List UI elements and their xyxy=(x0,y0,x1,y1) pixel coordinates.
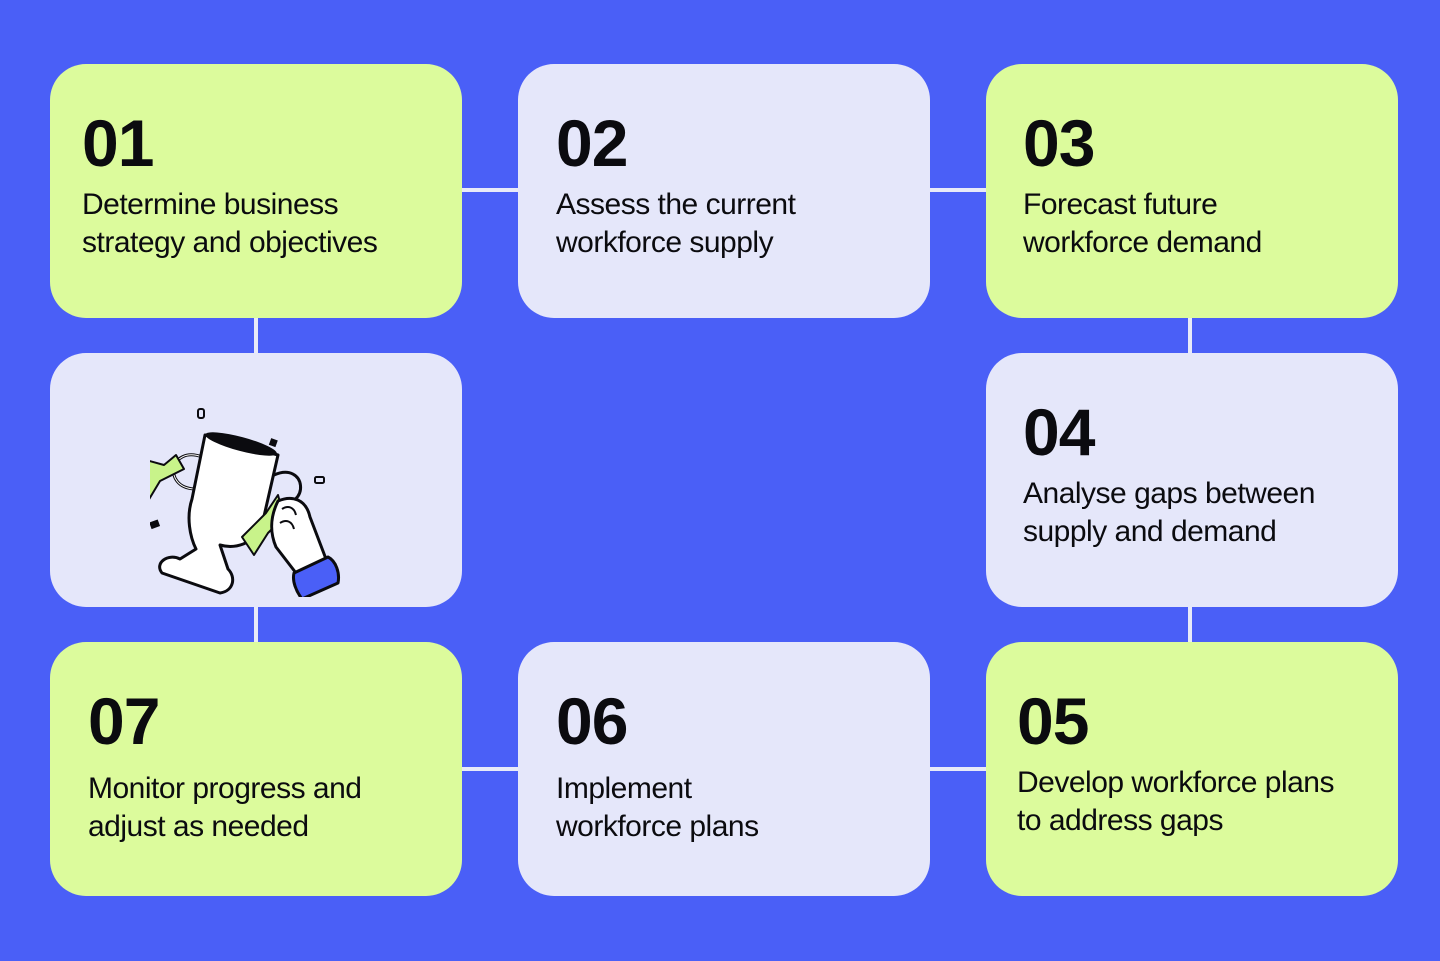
step-text: Analyse gaps between supply and demand xyxy=(1023,477,1315,548)
connector-02-03 xyxy=(928,188,988,192)
step-card-05: 05 Develop workforce plans to address ga… xyxy=(986,642,1398,896)
step-card-01: 01 Determine business strategy and objec… xyxy=(50,64,462,318)
step-card-02: 02 Assess the current workforce supply xyxy=(518,64,930,318)
step-text: Forecast future workforce demand xyxy=(1023,188,1262,259)
step-number: 05 xyxy=(1017,684,1089,758)
step-number: 02 xyxy=(556,106,628,180)
step-text: Monitor progress and adjust as needed xyxy=(88,772,362,843)
connector-01-02 xyxy=(460,188,520,192)
connector-04-05 xyxy=(1188,605,1192,645)
step-number: 07 xyxy=(88,684,160,758)
step-number: 01 xyxy=(82,106,154,180)
connector-05-06 xyxy=(928,767,988,771)
illustration-card xyxy=(50,353,462,607)
connector-illustration-01 xyxy=(254,316,258,356)
step-number: 04 xyxy=(1023,395,1095,469)
step-number: 06 xyxy=(556,684,628,758)
step-text: Assess the current workforce supply xyxy=(556,188,796,259)
step-number: 03 xyxy=(1023,106,1095,180)
step-card-03: 03 Forecast future workforce demand xyxy=(986,64,1398,318)
connector-07-illustration xyxy=(254,605,258,645)
connector-06-07 xyxy=(460,767,520,771)
step-text: Implement workforce plans xyxy=(556,772,759,843)
trophy-hand-icon xyxy=(150,408,340,597)
step-card-06: 06 Implement workforce plans xyxy=(518,642,930,896)
step-text: Develop workforce plans to address gaps xyxy=(1017,766,1335,837)
step-card-07: 07 Monitor progress and adjust as needed xyxy=(50,642,462,896)
step-text: Determine business strategy and objectiv… xyxy=(82,188,378,259)
step-card-04: 04 Analyse gaps between supply and deman… xyxy=(986,353,1398,607)
connector-03-04 xyxy=(1188,316,1192,356)
